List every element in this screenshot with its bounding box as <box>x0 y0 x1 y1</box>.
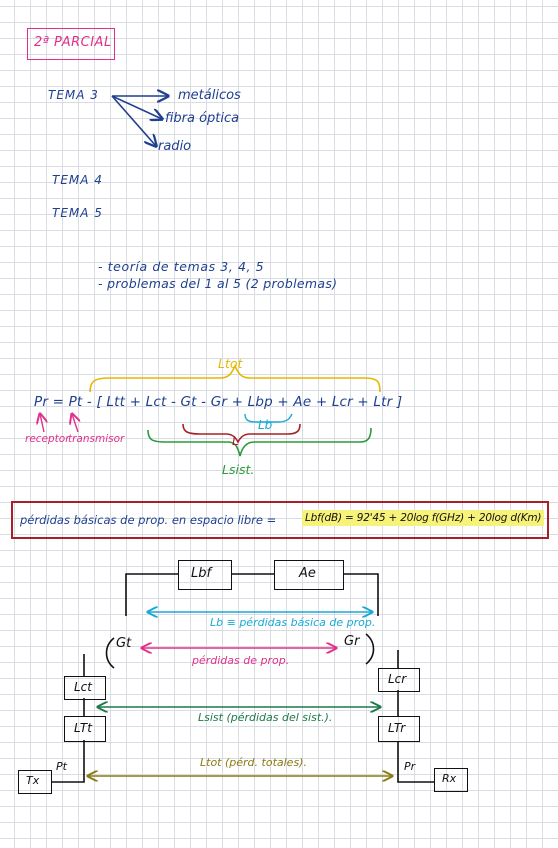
wire-left-3 <box>52 740 85 783</box>
rx-block: Rx <box>434 768 468 792</box>
receptor-arrow <box>40 414 44 433</box>
ltot-label: Ltot <box>218 356 243 371</box>
lsist-diagram-label: Lsist (pérdidas del sist.). <box>198 711 333 724</box>
pr-label: Pr <box>404 760 416 773</box>
l-brace <box>182 423 301 444</box>
tx-block: Tx <box>18 770 52 794</box>
branch-metalicos: metálicos <box>178 88 241 103</box>
gt-label: Gt <box>116 636 132 651</box>
lsist-label: Lsist. <box>222 462 255 477</box>
ltt-block: LTt <box>64 716 106 742</box>
note-teoria: - teoría de temas 3, 4, 5 <box>98 259 265 274</box>
lbf-block: Lbf <box>178 560 232 590</box>
free-space-loss-equation: Lbf(dB) = 92'45 + 20log f(GHz) + 20log d… <box>302 510 545 526</box>
lb-brace <box>244 413 293 423</box>
ltt-block-label: LTt <box>74 721 92 735</box>
lct-block-label: Lct <box>74 680 92 694</box>
transmisor-label: transmisor <box>68 433 125 445</box>
page-title: 2ª PARCIAL <box>34 35 112 50</box>
l-label: L <box>232 434 239 448</box>
title-box: 2ª PARCIAL <box>27 28 115 60</box>
wire-top-left <box>125 573 178 616</box>
gr-antenna <box>365 633 375 665</box>
transmisor-arrow <box>72 414 78 433</box>
lb-label: Lb <box>258 418 273 432</box>
lcr-block: Lcr <box>378 668 420 692</box>
note-problemas: - problemas del 1 al 5 (2 problemas) <box>98 276 338 291</box>
branch-arrow-radio <box>111 95 156 146</box>
power-formula: Pr = Pt - [ Ltt + Lct - Gt - Gr + Lbp + … <box>34 394 403 410</box>
branch-fibra-optica: fibra óptica <box>165 111 240 126</box>
free-space-loss-text: pérdidas básicas de prop. en espacio lib… <box>20 513 277 527</box>
wire-right-3 <box>397 742 434 783</box>
lsist-brace <box>147 427 372 457</box>
ltot-diagram-label: Ltot (pérd. totales). <box>200 756 307 769</box>
ae-block: Ae <box>274 560 344 590</box>
branch-arrow-fibra <box>111 95 162 119</box>
pt-label: Pt <box>56 760 67 773</box>
rx-block-label: Rx <box>442 772 457 785</box>
ltot-brace <box>89 364 381 393</box>
prop-label: pérdidas de prop. <box>192 654 290 667</box>
gt-antenna <box>105 637 115 669</box>
free-space-loss-box: pérdidas básicas de prop. en espacio lib… <box>11 501 549 539</box>
lct-block: Lct <box>64 676 106 700</box>
tema4-label: TEMA 4 <box>52 173 103 187</box>
lb-diagram-label: Lb ≡ pérdidas básica de prop. <box>210 616 376 629</box>
receptor-label: receptor <box>25 433 70 445</box>
tema3-label: TEMA 3 <box>48 88 99 102</box>
tema5-label: TEMA 5 <box>52 206 103 220</box>
lcr-block-label: Lcr <box>388 672 407 686</box>
branch-radio: radio <box>158 139 192 154</box>
tx-block-label: Tx <box>26 774 40 787</box>
ltr-block-label: LTr <box>388 721 406 735</box>
lbf-block-label: Lbf <box>191 566 212 581</box>
wire-top-right <box>344 573 379 616</box>
ae-block-label: Ae <box>299 566 316 581</box>
gr-label: Gr <box>344 634 360 649</box>
ltr-block: LTr <box>378 716 420 742</box>
